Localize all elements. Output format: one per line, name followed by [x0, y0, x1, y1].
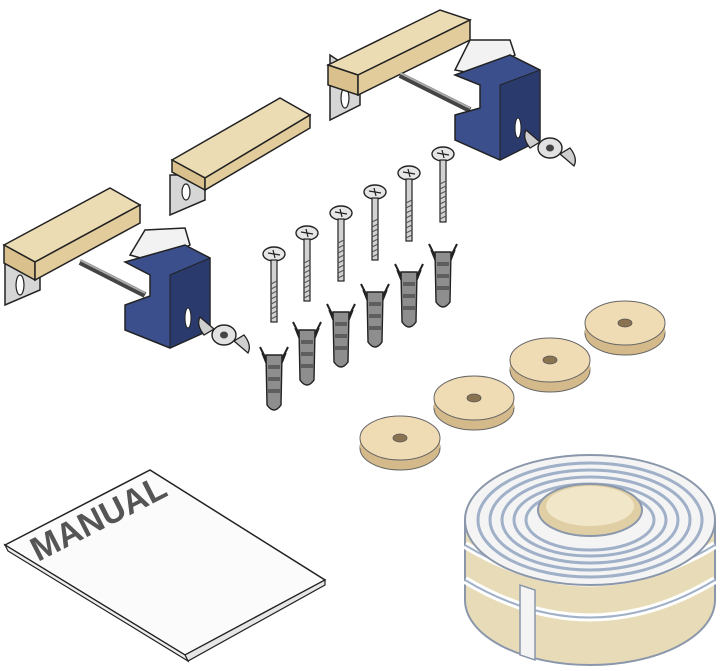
wood-bracket-icon [2, 187, 147, 307]
wall-anchor-icon [259, 346, 289, 411]
wall-anchor-icon [292, 321, 322, 386]
wing-nut-icon [523, 129, 577, 167]
wing-nut-icon [197, 316, 251, 354]
clamp-icon [452, 39, 541, 161]
wood-bracket-icon [169, 97, 312, 217]
washer-icon [584, 300, 666, 356]
washer-icon [433, 375, 515, 431]
screw-icon [431, 146, 455, 223]
screw-icon [295, 225, 319, 302]
washer-icon [509, 337, 591, 393]
wood-bracket-icon [326, 9, 472, 122]
screw-icon [329, 205, 353, 282]
sealing-tape-roll-icon [462, 454, 718, 666]
screw-icon [363, 184, 387, 261]
wall-anchor-icon [428, 243, 458, 308]
screw-icon [262, 246, 286, 323]
wall-anchor-icon [394, 263, 424, 328]
wall-anchor-icon [360, 283, 390, 348]
washer-icon [359, 415, 441, 471]
wall-anchor-icon [326, 303, 356, 368]
screw-icon [397, 165, 421, 242]
manual-booklet-icon: MANUAL [3, 468, 327, 663]
